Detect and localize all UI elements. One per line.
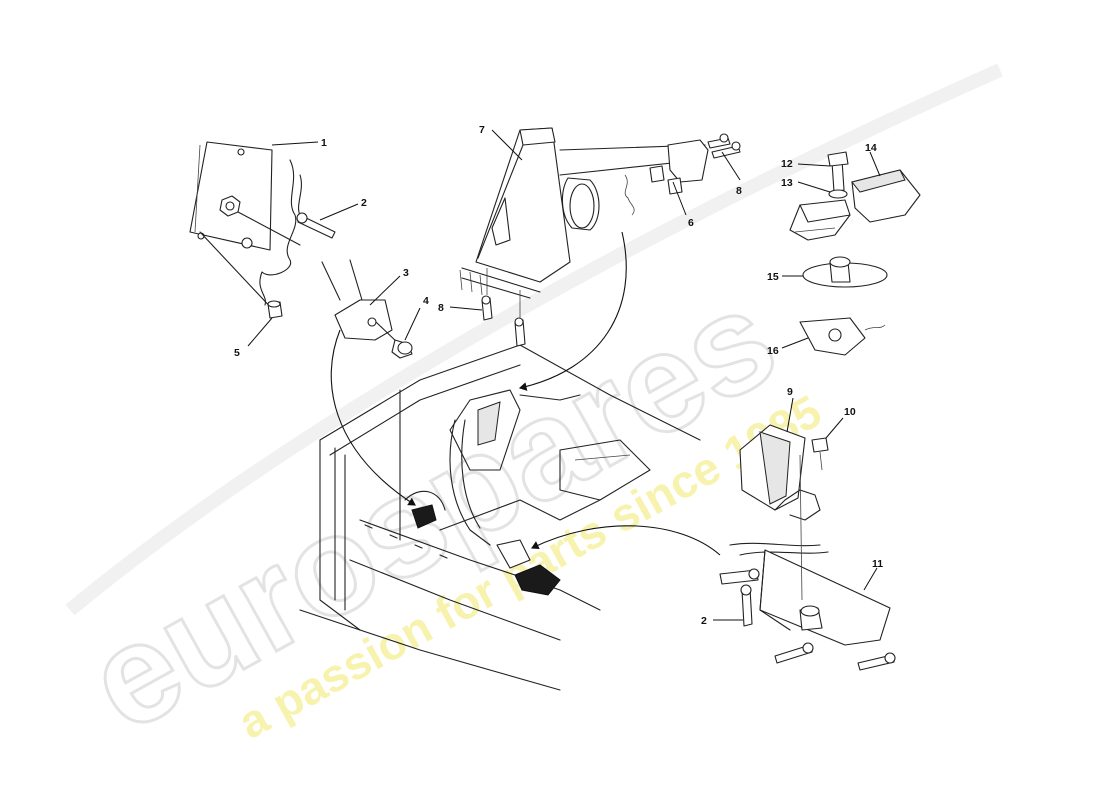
callout-4: 4 [423,295,429,307]
buckle-group [719,424,896,671]
callout-7: 7 [479,124,485,136]
callout-8-lower: 8 [438,302,444,314]
bolt-10 [811,437,829,453]
callout-2-lower: 2 [701,615,707,627]
callout-11: 11 [872,558,883,570]
assembly-arrows [330,231,721,556]
bracket-part [334,299,393,341]
upper-anchor-group [189,141,413,359]
buckle-anchor-group [789,151,921,356]
callout-1: 1 [321,137,327,149]
retractor-housing [475,127,571,283]
callout-2: 2 [361,197,367,209]
callout-14: 14 [865,142,877,154]
callout-labels: 1 2 3 4 5 6 7 8 8 9 10 11 12 13 14 15 16… [234,124,883,627]
retractor-bracket [667,139,709,183]
callout-13: 13 [781,177,793,189]
callout-3: 3 [403,267,409,279]
callout-5: 5 [234,347,240,359]
body-shell [299,344,701,691]
watermark-swoosh [65,63,1003,616]
callout-9: 9 [787,386,793,398]
washer-13 [828,189,848,199]
bracket-11 [759,549,891,646]
callout-6: 6 [688,217,694,229]
callout-8-upper: 8 [736,185,742,197]
callout-12: 12 [781,158,793,170]
callout-16: 16 [767,345,779,357]
leader-lines [247,129,881,621]
callout-10: 10 [844,406,856,418]
retractor-group [459,127,741,347]
callout-15: 15 [767,271,779,283]
